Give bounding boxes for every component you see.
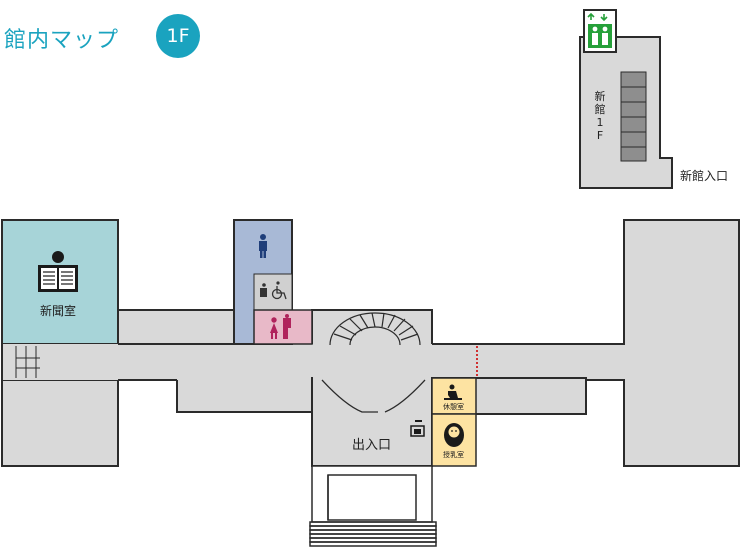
front-steps	[309, 465, 437, 547]
entrance-walls	[321, 379, 426, 413]
stairs-icon	[329, 312, 421, 346]
corridor-steps	[15, 346, 40, 378]
right-wing	[623, 219, 740, 467]
rest-room-label: 休憩室	[443, 403, 464, 411]
annex-building	[579, 9, 673, 189]
annex-label: 新館1F	[594, 90, 606, 142]
newspaper-reader-icon	[38, 251, 78, 292]
lower-mid-room	[176, 377, 314, 413]
left-lower-room	[1, 379, 119, 467]
baby-icon	[444, 423, 464, 447]
upper-left-room	[117, 309, 235, 345]
page-title: 館内マップ	[4, 28, 120, 53]
accessible-restroom-icon	[260, 281, 287, 300]
elevator-icon	[583, 9, 617, 53]
locker-icon	[410, 420, 425, 437]
floor-badge: 1F	[156, 14, 200, 58]
restroom-female-icon	[270, 314, 291, 339]
annex-entrance-label: 新館入口	[680, 169, 729, 183]
newspaper-room-label: 新聞室	[40, 304, 77, 318]
entrance-label: 出入口	[352, 438, 392, 453]
main-corridor	[2, 344, 740, 380]
restroom-male-icon	[259, 234, 267, 258]
rest-area-icon	[444, 384, 462, 400]
nursing-room-label: 授乳室	[443, 451, 464, 459]
